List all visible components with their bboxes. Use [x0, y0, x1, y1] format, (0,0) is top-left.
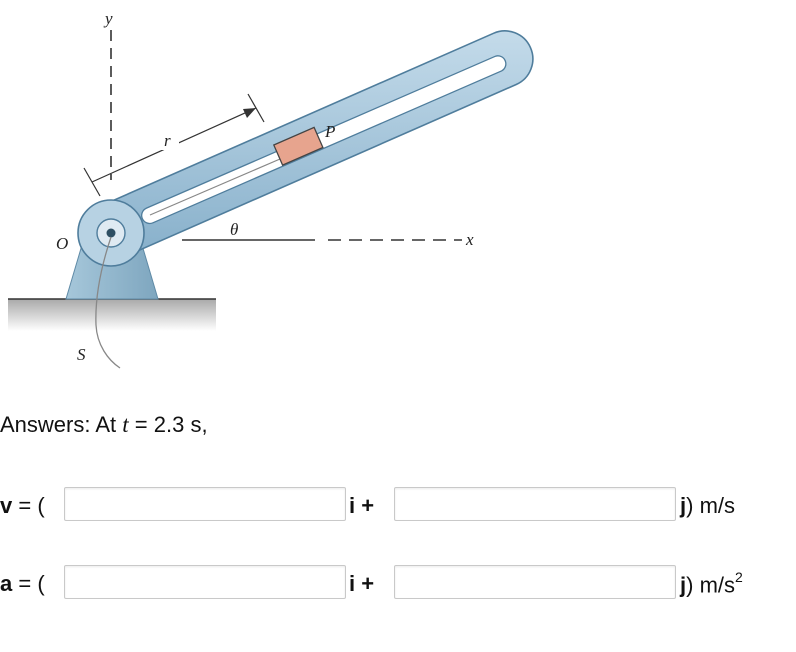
cord-in-slot	[149, 158, 281, 216]
velocity-i-input[interactable]	[64, 487, 346, 521]
arm-slot	[141, 55, 507, 225]
acceleration-i-input[interactable]	[64, 565, 346, 599]
velocity-open: = (	[12, 493, 45, 518]
acceleration-unit: j) m/s2	[680, 569, 743, 598]
o-label: O	[56, 234, 68, 253]
velocity-j-label: j	[680, 493, 687, 518]
r-arrowhead	[243, 108, 256, 118]
p-label: P	[324, 122, 335, 141]
acceleration-row: a = ( i + j) m/s2	[0, 565, 796, 601]
answers-condition: = 2.3 s,	[128, 412, 208, 437]
acceleration-unit-text: ) m/s	[686, 572, 736, 598]
t-symbol: t	[122, 412, 129, 437]
r-tick-end	[247, 93, 265, 123]
r-tick-start	[83, 167, 101, 197]
acceleration-symbol: a	[0, 571, 13, 596]
slotted-arm-diagram: y x r P θ O S	[8, 9, 534, 369]
pivot-pin	[106, 228, 116, 238]
y-axis-label: y	[103, 9, 113, 28]
velocity-i-label: i +	[349, 493, 375, 518]
acceleration-open: = (	[12, 571, 45, 596]
s-label: S	[77, 345, 86, 364]
velocity-symbol: v	[0, 493, 13, 518]
cord-s	[95, 236, 121, 369]
theta-label: θ	[230, 220, 238, 239]
velocity-row: v = ( i + j) m/s	[0, 487, 796, 523]
velocity-j-input[interactable]	[394, 487, 676, 521]
r-label-gap	[161, 130, 179, 150]
ground-surface	[8, 299, 216, 331]
x-axis-label: x	[465, 230, 474, 249]
velocity-unit-text: ) m/s	[686, 493, 736, 518]
acceleration-i-label: i +	[349, 571, 375, 596]
velocity-unit: j) m/s	[680, 493, 735, 519]
acceleration-j-input[interactable]	[394, 565, 676, 599]
acceleration-j-label: j	[680, 572, 687, 598]
answers-line: Answers: At t = 2.3 s,	[0, 412, 208, 438]
answers-prefix: Answers: At	[0, 412, 123, 437]
acceleration-label: a = (	[0, 571, 45, 597]
velocity-label: v = (	[0, 493, 45, 519]
acceleration-unit-exponent: 2	[735, 569, 743, 585]
r-label: r	[164, 131, 171, 150]
slider-block	[272, 126, 324, 166]
